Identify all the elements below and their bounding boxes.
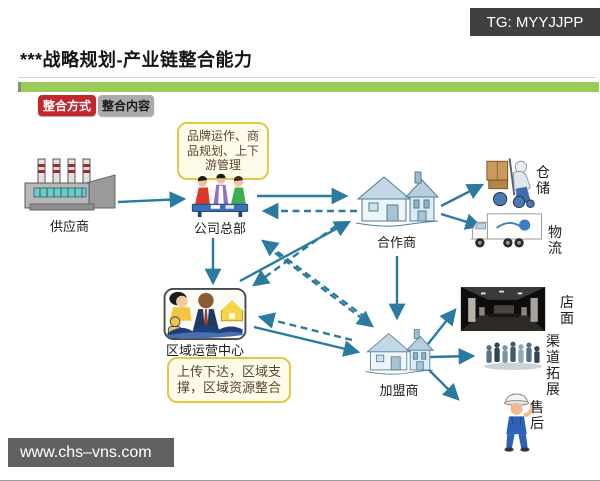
crowd-icon xyxy=(483,341,543,370)
arrow-partner-to-logistics xyxy=(440,212,483,230)
factory-icon xyxy=(24,158,116,211)
hq-note: 品牌运作、商品规划、上下游管理 xyxy=(177,122,269,180)
node-partner[interactable]: 合作商 xyxy=(354,166,440,250)
label-logistics: 物流 xyxy=(548,224,562,257)
truck-icon xyxy=(470,213,542,248)
green-divider-bar xyxy=(18,82,599,92)
arrow-franchisee-to-channel xyxy=(429,347,476,365)
node-label: 区域运营中心 xyxy=(165,343,244,358)
label-aftersales: 售后 xyxy=(530,399,544,432)
tg-watermark-badge: TG: MYYJJPP xyxy=(470,8,600,36)
arrow-regional-to-franchisee xyxy=(253,325,361,357)
node-label: 合作商 xyxy=(376,235,416,250)
arrow-supplier-to-hq xyxy=(117,191,187,209)
regional-note: 上传下达，区域支撑，区域资源整合 xyxy=(167,357,291,403)
arrow-partner-to-warehouse xyxy=(440,183,485,208)
site-watermark: www.chs–vns.com xyxy=(8,438,174,467)
tab-integration-mode[interactable]: 整合方式 xyxy=(38,95,96,116)
node-headquarters[interactable]: 公司总部 xyxy=(184,170,256,236)
page-title: ***战略规划-产业链整合能力 xyxy=(20,50,253,70)
arrow-franchisee-to-store xyxy=(427,308,457,345)
node-label: 公司总部 xyxy=(193,221,246,236)
arrow-partner-to-regional xyxy=(252,225,337,287)
arrow-franchisee-to-aftersales xyxy=(425,366,460,401)
meeting-people-icon xyxy=(191,173,249,218)
office-people-icon xyxy=(163,288,247,340)
node-regional-center[interactable]: 区域运营中心 xyxy=(162,288,248,358)
node-supplier[interactable]: 供应商 xyxy=(22,156,117,234)
node-store[interactable] xyxy=(456,287,550,336)
store-photo-icon xyxy=(460,287,546,331)
truck-logo xyxy=(496,222,522,229)
arrow-regional-to-partner xyxy=(239,220,352,283)
arrow-franchisee-to-hq xyxy=(261,239,367,319)
node-aftersales[interactable] xyxy=(496,390,538,459)
label-warehouse: 仓储 xyxy=(536,164,550,197)
title-rule xyxy=(18,77,596,78)
label-store: 店面 xyxy=(560,294,574,327)
node-label: 供应商 xyxy=(49,219,89,234)
node-franchisee[interactable]: 加盟商 xyxy=(364,324,435,398)
forklift-icon xyxy=(486,158,535,209)
arrow-franchisee-to-regional xyxy=(257,312,353,342)
house-icon xyxy=(365,329,435,375)
node-label: 加盟商 xyxy=(379,383,419,398)
label-channel: 渠道拓展 xyxy=(546,333,560,398)
worker-icon xyxy=(503,393,535,452)
tab-integration-content[interactable]: 整合内容 xyxy=(98,95,154,116)
node-logistics[interactable] xyxy=(468,212,544,259)
house-icon xyxy=(355,171,440,227)
node-warehouse[interactable] xyxy=(485,155,537,216)
node-channel[interactable] xyxy=(482,336,544,377)
